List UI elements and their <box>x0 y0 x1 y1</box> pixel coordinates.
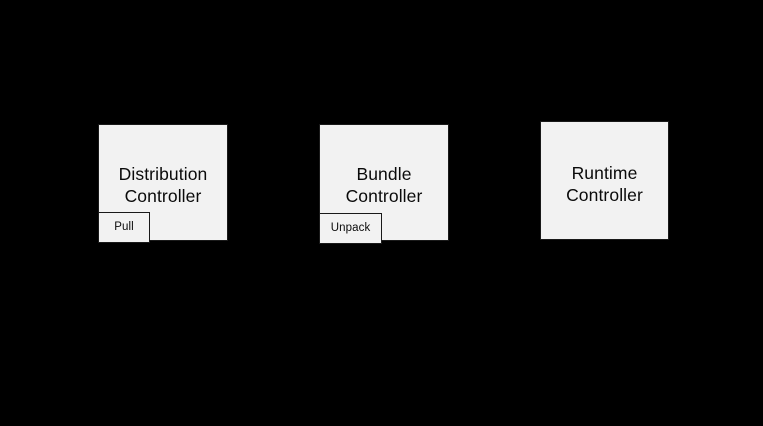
subnode-unpack-label: Unpack <box>330 222 371 234</box>
node-runtime-controller[interactable]: Runtime Controller <box>540 121 669 240</box>
node-distribution-controller-label: Distribution Controller <box>118 164 208 206</box>
subnode-unpack[interactable]: Unpack <box>319 213 382 244</box>
node-runtime-controller-label: Runtime Controller <box>566 163 643 205</box>
subnode-pull-label: Pull <box>114 221 134 233</box>
subnode-pull[interactable]: Pull <box>98 212 150 243</box>
node-bundle-controller-label: Bundle Controller <box>345 164 423 206</box>
